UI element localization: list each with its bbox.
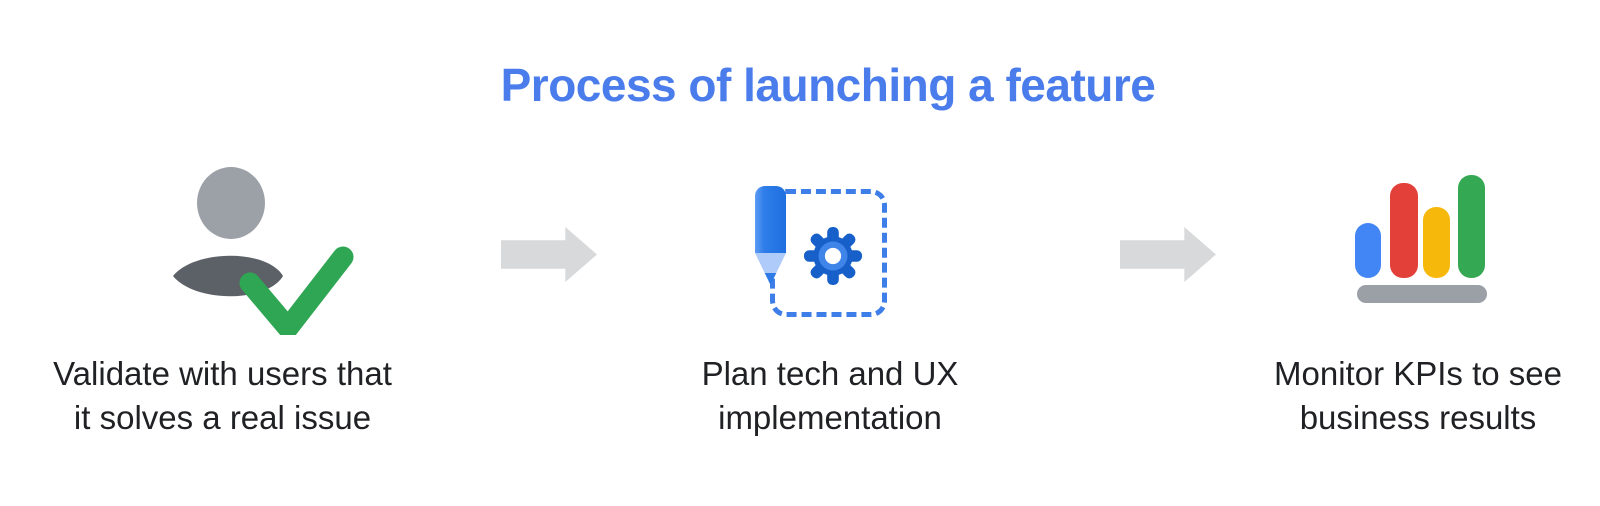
gear-icon [804, 227, 862, 285]
bar-green [1458, 175, 1485, 278]
checkmark-icon [239, 246, 354, 335]
arrow-right-icon [1120, 227, 1216, 282]
step-3-label-line-2: business results [1299, 399, 1537, 436]
bar-blue [1355, 223, 1381, 278]
step-2-label-line-2: implementation [718, 399, 942, 436]
arrow-right-icon [501, 227, 597, 282]
kpi-bar-chart-icon [1355, 175, 1487, 303]
step-1-label-line-1: Validate with users that [53, 355, 392, 392]
step-3-label: Monitor KPIs to see business results [1206, 352, 1600, 440]
plan-pencil-gear-icon [740, 183, 892, 323]
step-3-label-line-1: Monitor KPIs to see [1274, 355, 1562, 392]
step-2-label-line-1: Plan tech and UX [701, 355, 959, 392]
diagram-title: Process of launching a feature [500, 59, 1156, 111]
user-validated-icon [173, 167, 354, 335]
step-1-label-line-2: it solves a real issue [73, 399, 372, 436]
step-2-label: Plan tech and UX implementation [632, 352, 1028, 440]
chart-baseline [1357, 285, 1487, 303]
pencil-body [755, 186, 786, 253]
bar-red [1390, 183, 1418, 278]
bar-yellow [1423, 207, 1450, 278]
pencil-tip [755, 253, 786, 285]
step-1-label: Validate with users that it solves a rea… [10, 352, 435, 440]
person-head [197, 167, 265, 239]
pencil-icon [755, 186, 786, 285]
